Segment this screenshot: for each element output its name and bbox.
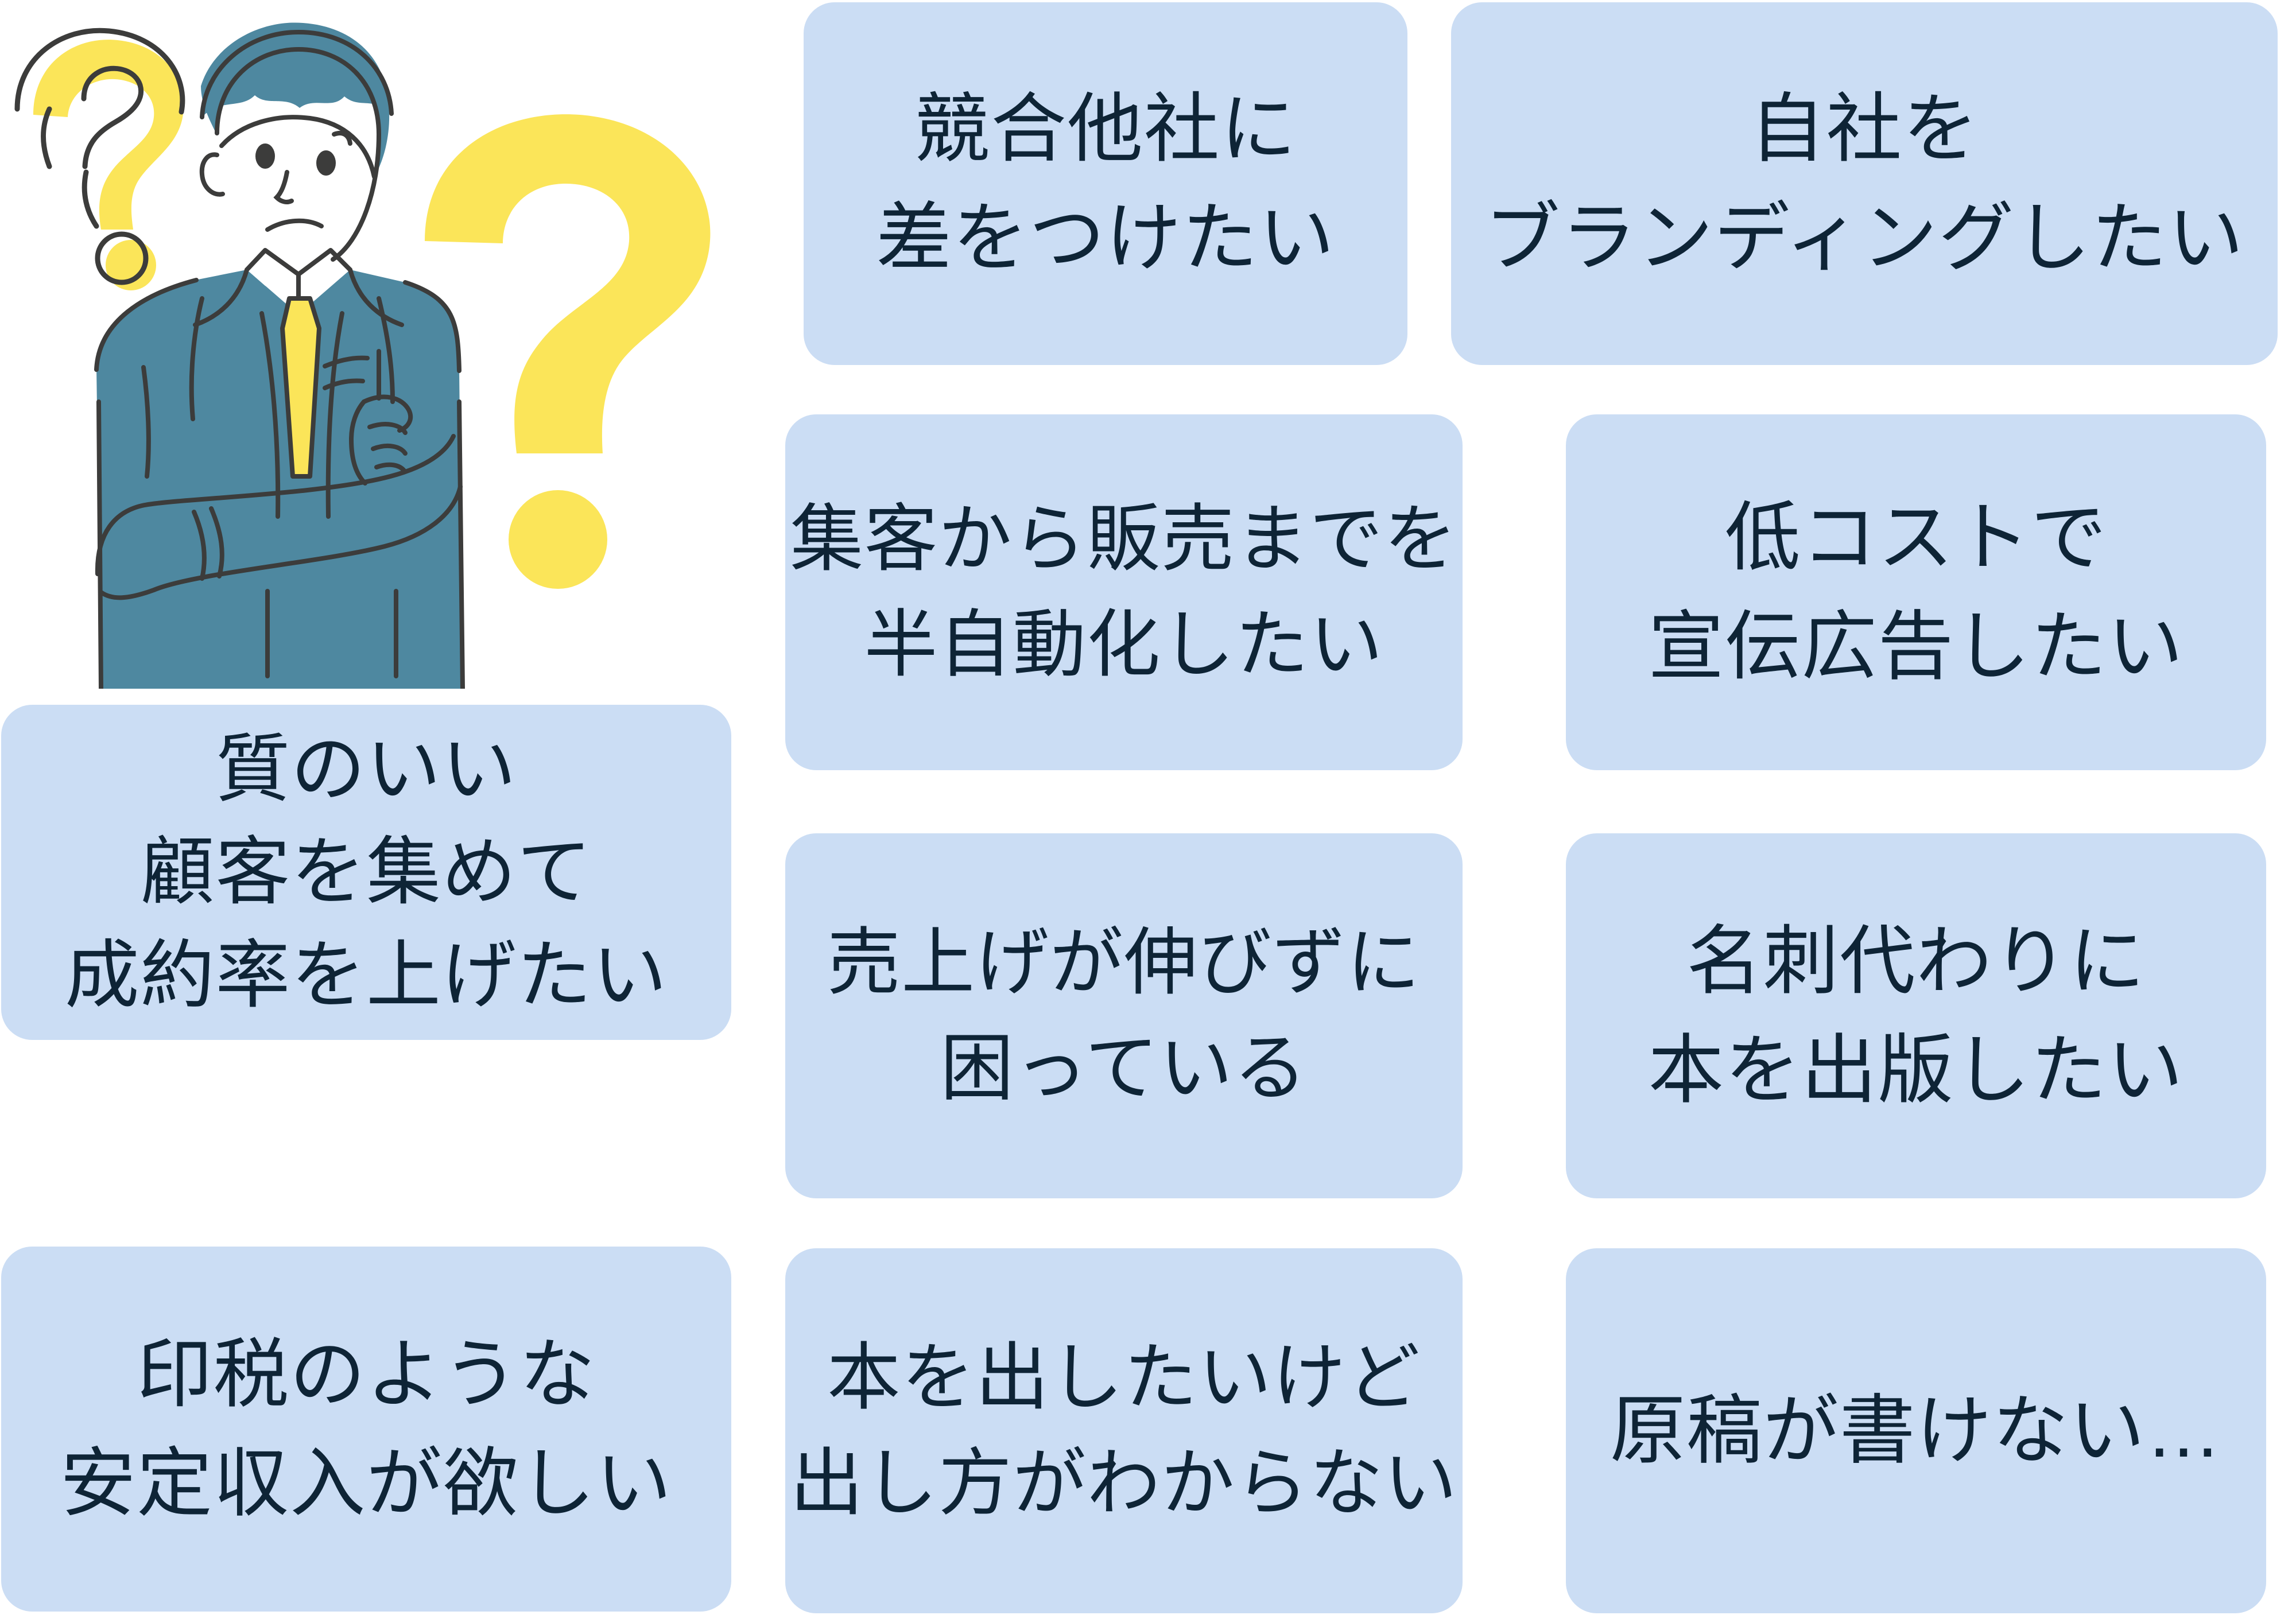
card-line: 売上げが伸びずに [827,921,1421,1004]
large-question-mark-icon [425,114,711,589]
card-line: 競合他社に [914,86,1297,171]
card-line: 差をつけたい [876,196,1335,280]
card-low-cost-advertising: 低コストで 宣伝広告したい [1566,414,2266,770]
card-line: 成約率を上げたい [64,933,668,1017]
card-line: 質のいい [215,727,517,811]
card-attract-quality-customers-raise-conversion: 質のいい 顧客を集めて 成約率を上げたい [1,705,731,1040]
card-line: 原稿が書けない… [1609,1388,2223,1473]
card-sales-not-growing: 売上げが伸びずに 困っている [785,833,1463,1198]
small-question-mark-icon [14,28,185,290]
card-brand-our-company: 自社を ブランディングしたい [1451,2,2278,365]
card-differentiate-from-competitors: 競合他社に 差をつけたい [804,2,1407,365]
card-line: 本を出版したい [1648,1028,2184,1112]
card-line: 印税のような [137,1331,596,1416]
thinking-businessman-illustration [0,0,769,689]
card-publish-book-as-business-card: 名刺代わりに 本を出版したい [1566,833,2266,1198]
card-line: 安定収入が欲しい [60,1441,673,1525]
card-line: 困っている [940,1027,1308,1109]
card-line: 顧客を集めて [140,830,592,914]
card-semi-automate-acquisition-to-sales: 集客から販売までを 半自動化したい [785,414,1463,770]
card-line: 出し方がわからない [790,1442,1458,1524]
card-line: ブランディングしたい [1484,196,2244,280]
mouth [265,218,324,232]
card-line: 宣伝広告したい [1648,604,2184,689]
businessman-figure [94,22,465,689]
left-eye [255,143,275,169]
card-line: 名刺代わりに [1686,918,2146,1003]
card-line: 自社を [1750,86,1979,171]
card-line: 本を出したいけど [827,1336,1421,1419]
card-stable-royalty-like-income: 印税のような 安定収入が欲しい [1,1247,731,1612]
eyebrow [332,131,352,146]
card-line: 半自動化したい [864,604,1384,686]
right-eye [316,150,336,176]
card-line: 集客から販売までを [790,498,1458,580]
card-want-book-but-dont-know-how: 本を出したいけど 出し方がわからない [785,1248,1463,1613]
nose [273,170,294,204]
card-line: 低コストで [1724,495,2108,580]
card-cannot-write-manuscript: 原稿が書けない… [1566,1248,2266,1613]
